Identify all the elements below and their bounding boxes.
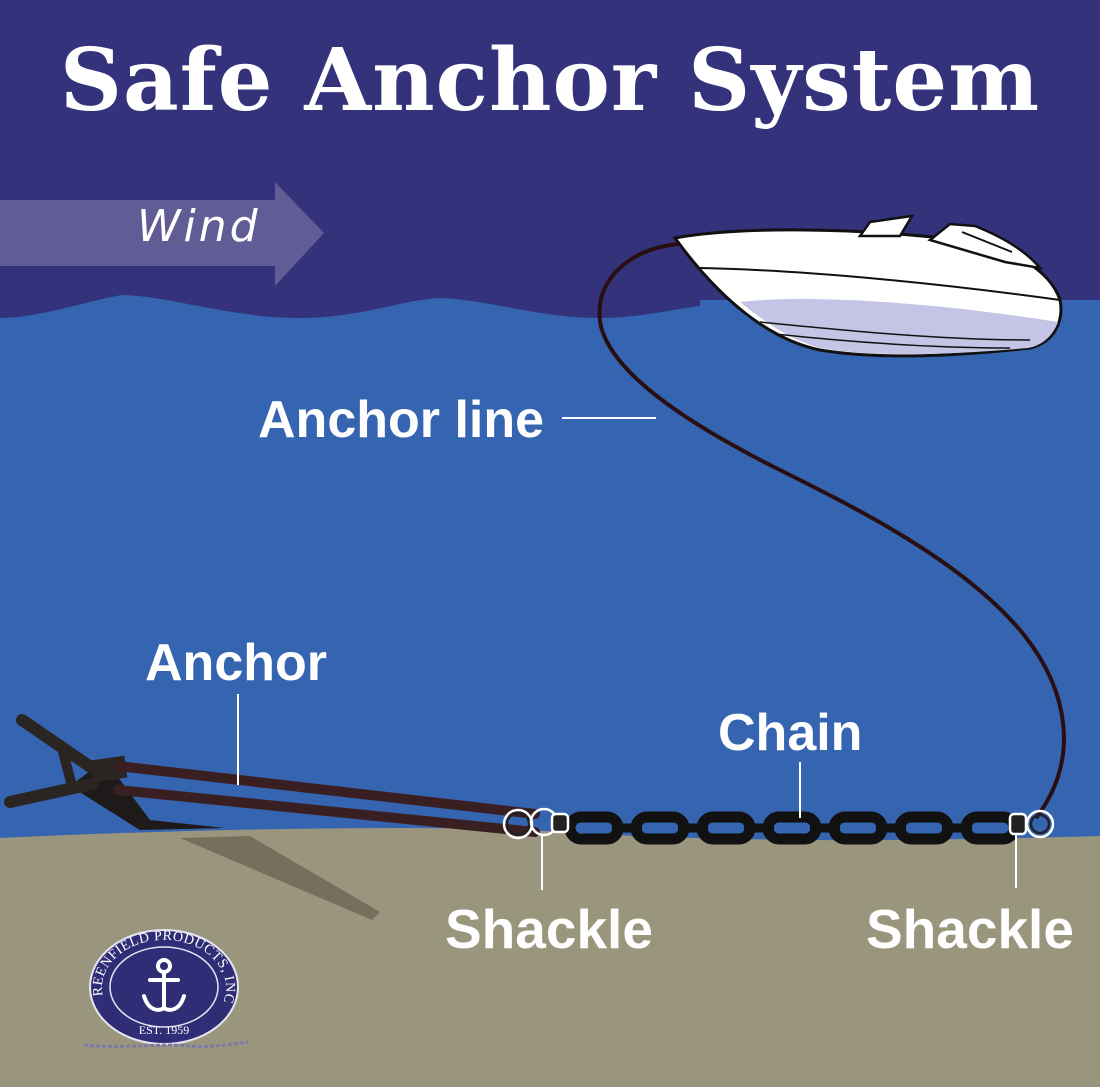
water-body: [0, 295, 1100, 860]
page-title: Safe Anchor System: [59, 30, 1041, 131]
shackle-icon: [502, 807, 570, 840]
wind-label: Wind: [137, 201, 261, 252]
shackle-left-label: Shackle: [445, 898, 653, 960]
shackle-right-label: Shackle: [866, 898, 1074, 960]
anchor-line-rope: [597, 242, 1066, 820]
anchor-icon: [4, 714, 540, 837]
seabed: [0, 828, 1100, 1087]
wind-arrow-icon: [0, 182, 324, 286]
shackle-icon: [1008, 809, 1055, 839]
boat-icon: [672, 214, 1063, 358]
anchor-shadow: [180, 836, 380, 920]
logo-anchor-icon: [142, 958, 186, 1012]
anchor-line-label: Anchor line: [258, 391, 545, 449]
logo-established-text: EST. 1959: [139, 1023, 189, 1037]
anchor-label: Anchor: [145, 634, 327, 692]
logo-rope: [83, 1040, 249, 1048]
chain-icon: [564, 811, 1020, 845]
chain-label: Chain: [718, 704, 863, 762]
